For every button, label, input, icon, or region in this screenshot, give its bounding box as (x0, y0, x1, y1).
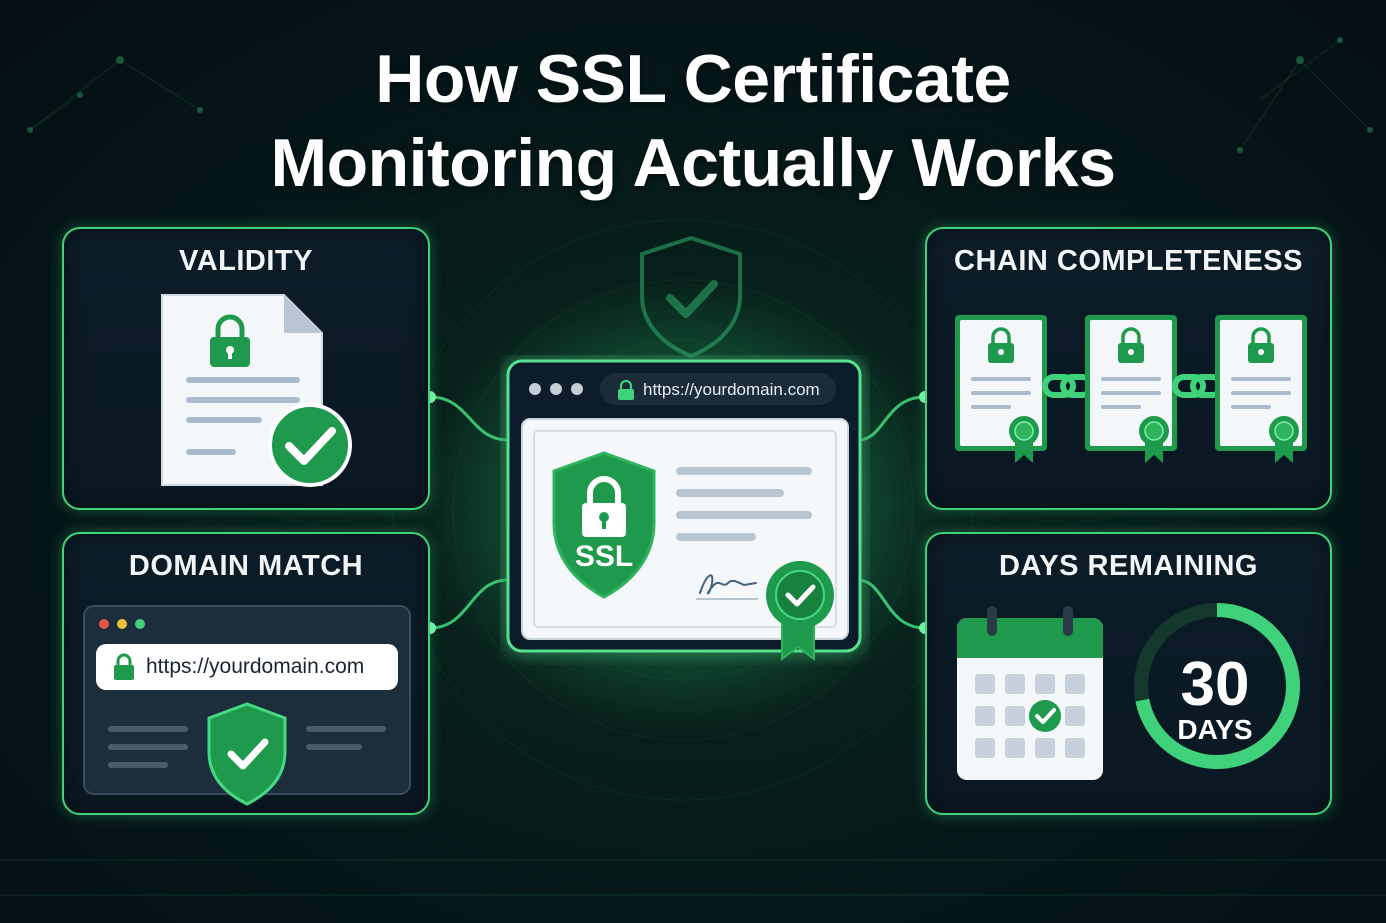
window-dot-yellow (117, 619, 127, 629)
window-dot (571, 383, 583, 395)
connector-lines (429, 395, 926, 630)
certificate-chain (953, 313, 1309, 465)
panel-title-days: DAYS REMAINING (999, 550, 1258, 582)
lock-icon (210, 314, 250, 367)
panel-domain-match: DOMAIN MATCH (62, 532, 430, 815)
certificate-icon (1213, 313, 1309, 465)
chain-link-icon (1045, 377, 1091, 395)
shield-check-icon (640, 235, 742, 359)
days-remaining-number: 30 (1180, 650, 1250, 719)
ssl-label: SSL (574, 540, 634, 573)
signature (699, 574, 757, 595)
calendar-icon (957, 606, 1103, 780)
center-certificate-browser (506, 359, 862, 661)
window-dot (529, 383, 541, 395)
page-title-line1: How SSL Certificate (375, 41, 1011, 117)
domain-url: https://yourdomain.com (146, 655, 365, 678)
center-url: https://yourdomain.com (643, 380, 820, 399)
check-circle-icon (1029, 700, 1061, 732)
address-bar (600, 373, 836, 405)
domain-address-bar (96, 644, 398, 690)
days-remaining-unit: DAYS (1177, 714, 1253, 745)
panel-title-chain: CHAIN COMPLETENESS (954, 245, 1303, 277)
seal-icon (766, 561, 834, 661)
panel-chain-completeness: CHAIN COMPLETENESS (925, 227, 1332, 510)
certificate-icon (953, 313, 1049, 465)
document-icon (161, 294, 352, 487)
countdown-ring-progress (1135, 603, 1300, 769)
page-title-line2: Monitoring Actually Works (270, 125, 1116, 201)
window-dot-red (99, 619, 109, 629)
chain-link-icon (1175, 377, 1221, 395)
lock-icon (114, 653, 134, 680)
countdown-ring (1134, 603, 1300, 769)
browser-icon (83, 605, 411, 806)
certificate-icon (1083, 313, 1179, 465)
ssl-shield-icon (552, 451, 656, 599)
lock-icon (618, 379, 634, 400)
panel-validity: VALIDITY (62, 227, 430, 510)
window-dot-green (135, 619, 145, 629)
shield-check-icon (207, 702, 287, 806)
panel-title-validity: VALIDITY (179, 245, 313, 277)
check-circle-icon (268, 403, 352, 487)
panel-title-domain: DOMAIN MATCH (128, 550, 364, 582)
panel-days-remaining: DAYS REMAINING (925, 532, 1332, 815)
window-dot (550, 383, 562, 395)
